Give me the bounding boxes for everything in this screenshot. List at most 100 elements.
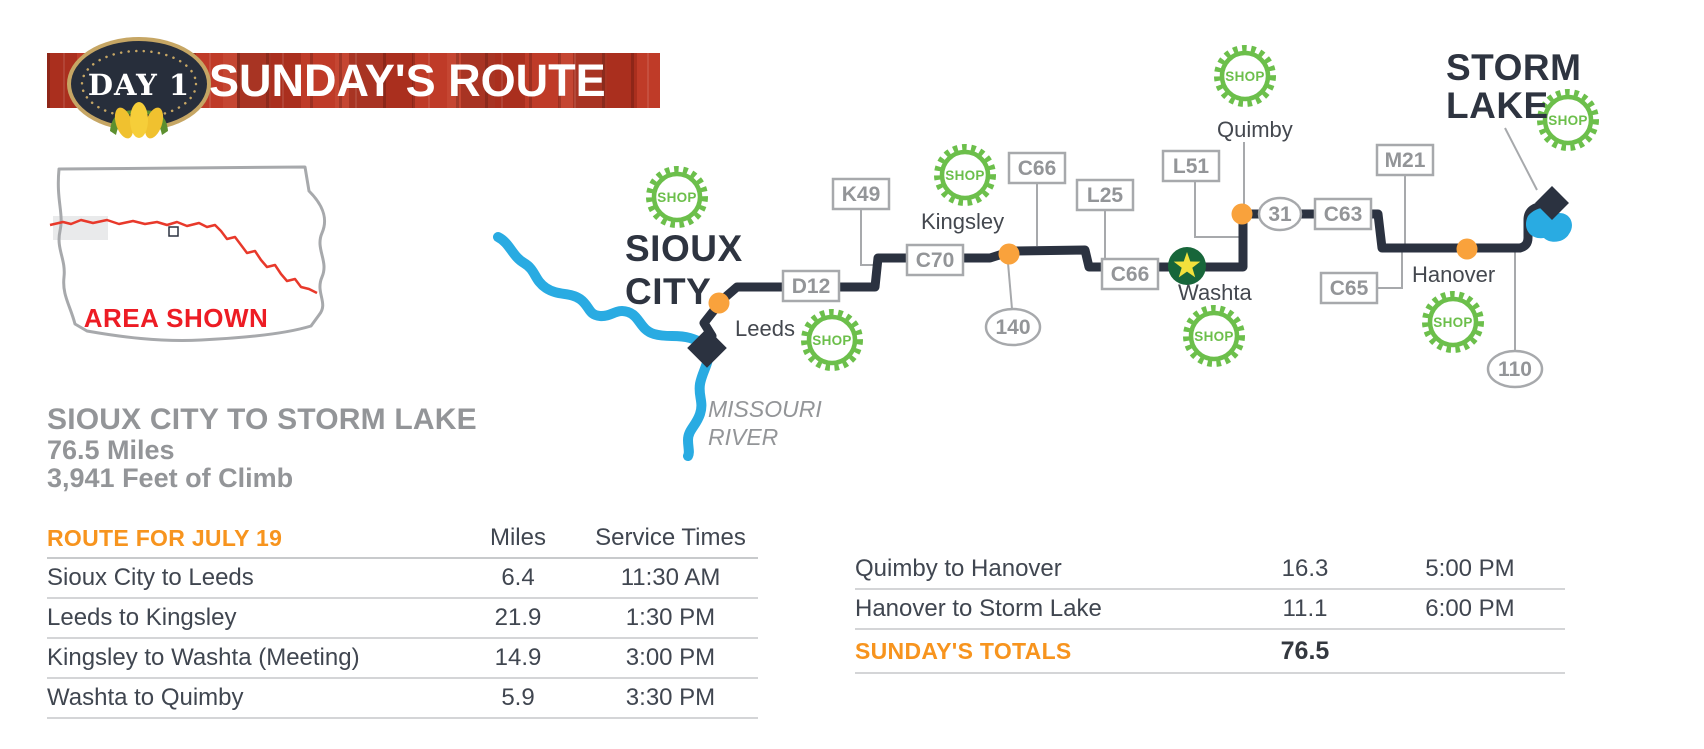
missouri-river-line: [493, 232, 714, 461]
svg-text:C63: C63: [1324, 203, 1363, 226]
svg-text:M21: M21: [1385, 149, 1426, 172]
segment-name: Washta to Quimby: [47, 684, 244, 711]
storm-lake-leader: [1504, 127, 1538, 191]
schedule-row: Washta to Quimby 5.9 3:30 PM: [47, 679, 758, 719]
svg-text:C66: C66: [1111, 263, 1150, 286]
town-label-quimby: Quimby: [1217, 117, 1293, 142]
svg-text:110: 110: [1498, 358, 1532, 381]
storm-lake-water: [1525, 207, 1572, 242]
column-header-miles: Miles: [489, 524, 546, 551]
segment-miles: 16.3: [1281, 555, 1329, 582]
svg-text:SHOP: SHOP: [945, 168, 984, 183]
stats-title: SIOUX CITY TO STORM LAKE: [47, 403, 477, 436]
hwy140-leader: [1007, 262, 1013, 310]
segment-name: Quimby to Hanover: [855, 555, 1062, 582]
leeds-dot: [708, 292, 730, 314]
column-header-service-times: Service Times: [595, 524, 746, 551]
road-label-c66-east: C66: [1100, 257, 1160, 291]
svg-text:140: 140: [995, 316, 1030, 339]
svg-text:SHOP: SHOP: [812, 333, 851, 348]
road-label-l25: L25: [1075, 178, 1135, 212]
town-label-washta: Washta: [1178, 280, 1253, 305]
town-label-kingsley: Kingsley: [921, 209, 1004, 234]
road-label-k49: K49: [831, 177, 891, 211]
segment-time: 6:00 PM: [1425, 595, 1515, 622]
quimby-dot: [1231, 203, 1253, 225]
c65-leader: [1377, 252, 1403, 289]
svg-text:C66: C66: [1018, 157, 1057, 180]
iowa-inset-map: AREA SHOWN: [49, 165, 327, 342]
road-label-hwy140: 140: [984, 307, 1042, 347]
corn-icon: [110, 102, 168, 139]
svg-text:SHOP: SHOP: [1433, 315, 1472, 330]
segment-name: Sioux City to Leeds: [47, 564, 254, 591]
road-label-c70: C70: [905, 243, 965, 277]
schedule-row: Quimby to Hanover 16.3 5:00 PM: [855, 550, 1565, 590]
segment-miles: 14.9: [494, 644, 542, 671]
schedule-header: ROUTE FOR JULY 19 Miles Service Times: [47, 519, 758, 559]
svg-text:31: 31: [1268, 203, 1292, 226]
schedule-row: Sioux City to Leeds 6.4 11:30 AM: [47, 559, 758, 599]
end-diamond-storm-lake: [1535, 186, 1569, 220]
schedule-table-left: ROUTE FOR JULY 19 Miles Service Times Si…: [47, 519, 758, 719]
segment-time: 5:00 PM: [1425, 555, 1515, 582]
shop-badge-quimby: SHOP: [1214, 45, 1276, 107]
day-stats: SIOUX CITY TO STORM LAKE 76.5 Miles 3,94…: [47, 403, 477, 493]
segment-name: Hanover to Storm Lake: [855, 595, 1102, 622]
schedule-row: Kingsley to Washta (Meeting) 14.9 3:00 P…: [47, 639, 758, 679]
badge-day-label: DAY 1: [88, 68, 190, 102]
road-label-c65: C65: [1319, 271, 1379, 305]
town-label-sioux-city-line1: SIOUX: [625, 228, 743, 269]
segment-name: Leeds to Kingsley: [47, 604, 237, 631]
road-label-d12: D12: [781, 269, 841, 303]
schedule-table-right: Quimby to Hanover 16.3 5:00 PM Hanover t…: [855, 550, 1565, 674]
road-label-m21: M21: [1375, 143, 1435, 177]
svg-text:D12: D12: [792, 275, 831, 298]
segment-miles: 6.4: [501, 564, 535, 591]
svg-text:SHOP: SHOP: [1194, 329, 1233, 344]
statewide-route-line: [49, 218, 318, 295]
shop-badge-leeds: SHOP: [801, 309, 863, 371]
schedule-title: ROUTE FOR JULY 19: [47, 524, 283, 551]
hanover-dot: [1456, 238, 1478, 260]
stats-climb: 3,941 Feet of Climb: [47, 463, 294, 493]
road-label-c63: C63: [1313, 197, 1373, 231]
schedule-row: Leeds to Kingsley 21.9 1:30 PM: [47, 599, 758, 639]
segment-name: Kingsley to Washta (Meeting): [47, 644, 360, 671]
iowa-outline: [56, 165, 327, 342]
segment-time: 11:30 AM: [620, 564, 721, 591]
k49-leader: [860, 209, 874, 266]
route-line: [699, 200, 1552, 353]
stats-miles: 76.5 Miles: [47, 435, 175, 465]
segment-time: 1:30 PM: [625, 604, 716, 631]
town-label-hanover: Hanover: [1412, 262, 1495, 287]
segment-time: 3:30 PM: [625, 684, 716, 711]
shop-badge-sioux-city: SHOP: [646, 166, 708, 228]
area-shown-label: AREA SHOWN: [84, 303, 269, 333]
svg-text:C65: C65: [1330, 277, 1369, 300]
road-label-hwy110: 110: [1486, 349, 1544, 389]
kingsley-dot: [998, 243, 1020, 265]
schedule-row: Hanover to Storm Lake 11.1 6:00 PM: [855, 590, 1565, 630]
totals-row: SUNDAY'S TOTALS 76.5: [855, 630, 1565, 674]
svg-text:SHOP: SHOP: [657, 190, 696, 205]
svg-text:K49: K49: [842, 183, 881, 206]
badge-dotted-ring: [80, 49, 198, 119]
totals-miles: 76.5: [1280, 636, 1330, 665]
road-label-c66-west: C66: [1007, 151, 1067, 185]
svg-text:SHOP: SHOP: [1225, 69, 1264, 84]
l51-leader: [1194, 181, 1239, 238]
washta-meeting-star: [1168, 247, 1206, 285]
segment-miles: 11.1: [1282, 595, 1328, 622]
svg-text:SHOP: SHOP: [1548, 113, 1587, 128]
inset-county-marker: [168, 226, 179, 237]
road-label-l51: L51: [1161, 149, 1221, 183]
svg-text:C70: C70: [916, 249, 955, 272]
svg-text:L25: L25: [1087, 184, 1124, 207]
shop-badge-storm-lake: SHOP: [1537, 89, 1599, 151]
segment-time: 3:00 PM: [625, 644, 716, 671]
shop-badge-kingsley: SHOP: [934, 144, 996, 206]
town-label-storm-lake-line2: LAKE: [1446, 85, 1549, 126]
